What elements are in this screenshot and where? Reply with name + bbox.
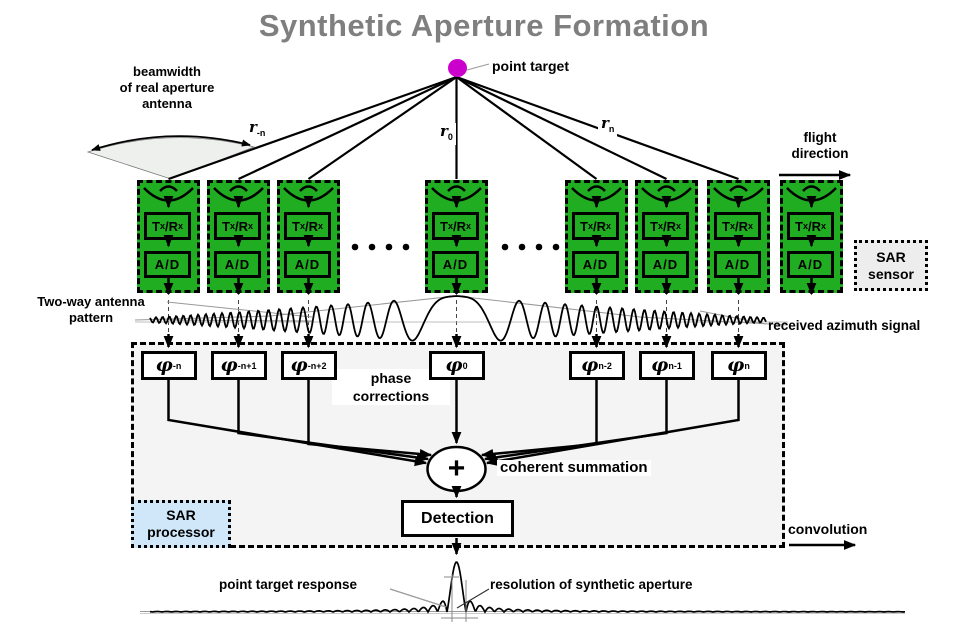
phase-correction-box: φ-n+1: [210, 351, 267, 380]
range-line: [238, 76, 457, 180]
ad-converter-box: A/D: [144, 251, 191, 278]
phase-correction-box: φ-n+2: [280, 351, 337, 380]
convolution-label: convolution: [788, 521, 868, 537]
resolution-label: resolution of synthetic aperture: [490, 577, 693, 592]
range-line: [455, 76, 598, 180]
ellipsis-dot: [501, 243, 509, 251]
ellipsis-dot: [368, 243, 376, 251]
received-azimuth-label: received azimuth signal: [768, 318, 921, 333]
phase-sum-connector: [485, 380, 740, 467]
ellipsis-dot: [402, 243, 410, 251]
antenna-symbol: [786, 185, 837, 248]
antenna-symbol: [431, 185, 482, 248]
point-target-label: point target: [492, 58, 569, 74]
antenna-symbol: [283, 185, 334, 248]
sar-processor-label-box: SAR processor: [131, 500, 231, 548]
phase-sum-connector: [307, 380, 433, 459]
ellipsis-dot: [385, 243, 393, 251]
range-label-minus-n: r-n: [246, 119, 269, 141]
ad-converter-box: A/D: [642, 251, 689, 278]
azimuth-chirp-signal: [149, 295, 767, 342]
phase-corrections-label: phase corrections: [332, 369, 450, 405]
ellipsis-dot: [552, 243, 560, 251]
flight-direction-label: flight direction: [791, 130, 849, 161]
range-line: [456, 75, 739, 181]
ad-converter-box: A/D: [714, 251, 761, 278]
resolution-leader: [456, 588, 490, 609]
detection-box: Detection: [401, 500, 514, 537]
sar-sensor-label-box: SAR sensor: [854, 240, 928, 291]
coherent-summation-label: coherent summation: [497, 460, 651, 476]
antenna-symbol: [213, 185, 264, 248]
point-target-dot: [448, 59, 467, 77]
range-line: [307, 76, 458, 180]
page-title: Synthetic Aperture Formation: [258, 8, 710, 43]
antenna-symbol: [571, 185, 622, 248]
phase-correction-box: φ-n: [140, 351, 197, 380]
ad-converter-box: A/D: [214, 251, 261, 278]
point-target-leader: [466, 63, 490, 71]
phase-sum-connector: [167, 380, 428, 467]
response-leader: [389, 588, 447, 608]
ellipsis-dot: [351, 243, 359, 251]
two-way-pattern-label: Two-way antenna pattern: [37, 294, 145, 325]
phase-sum-connector: [237, 380, 430, 463]
ellipsis-dot: [518, 243, 526, 251]
ad-converter-box: A/D: [284, 251, 331, 278]
range-line: [168, 75, 457, 181]
range-line: [456, 76, 667, 180]
beamwidth-arc-arrow: [91, 135, 251, 151]
ellipsis-dot: [535, 243, 543, 251]
ad-converter-box: A/D: [572, 251, 619, 278]
ad-converter-box: A/D: [787, 251, 834, 278]
summation-plus: +: [447, 452, 466, 485]
point-target-response-curve: [149, 561, 906, 614]
point-response-label: point target response: [219, 577, 358, 592]
antenna-symbol: [641, 185, 692, 248]
range-label-zero: r0: [437, 123, 456, 145]
antenna-symbol: [143, 185, 194, 248]
ad-converter-box: A/D: [432, 251, 479, 278]
antenna-symbol: [713, 185, 764, 248]
range-label-n: rn: [598, 115, 618, 137]
beamwidth-label: beamwidth of real aperture antenna: [119, 64, 215, 111]
